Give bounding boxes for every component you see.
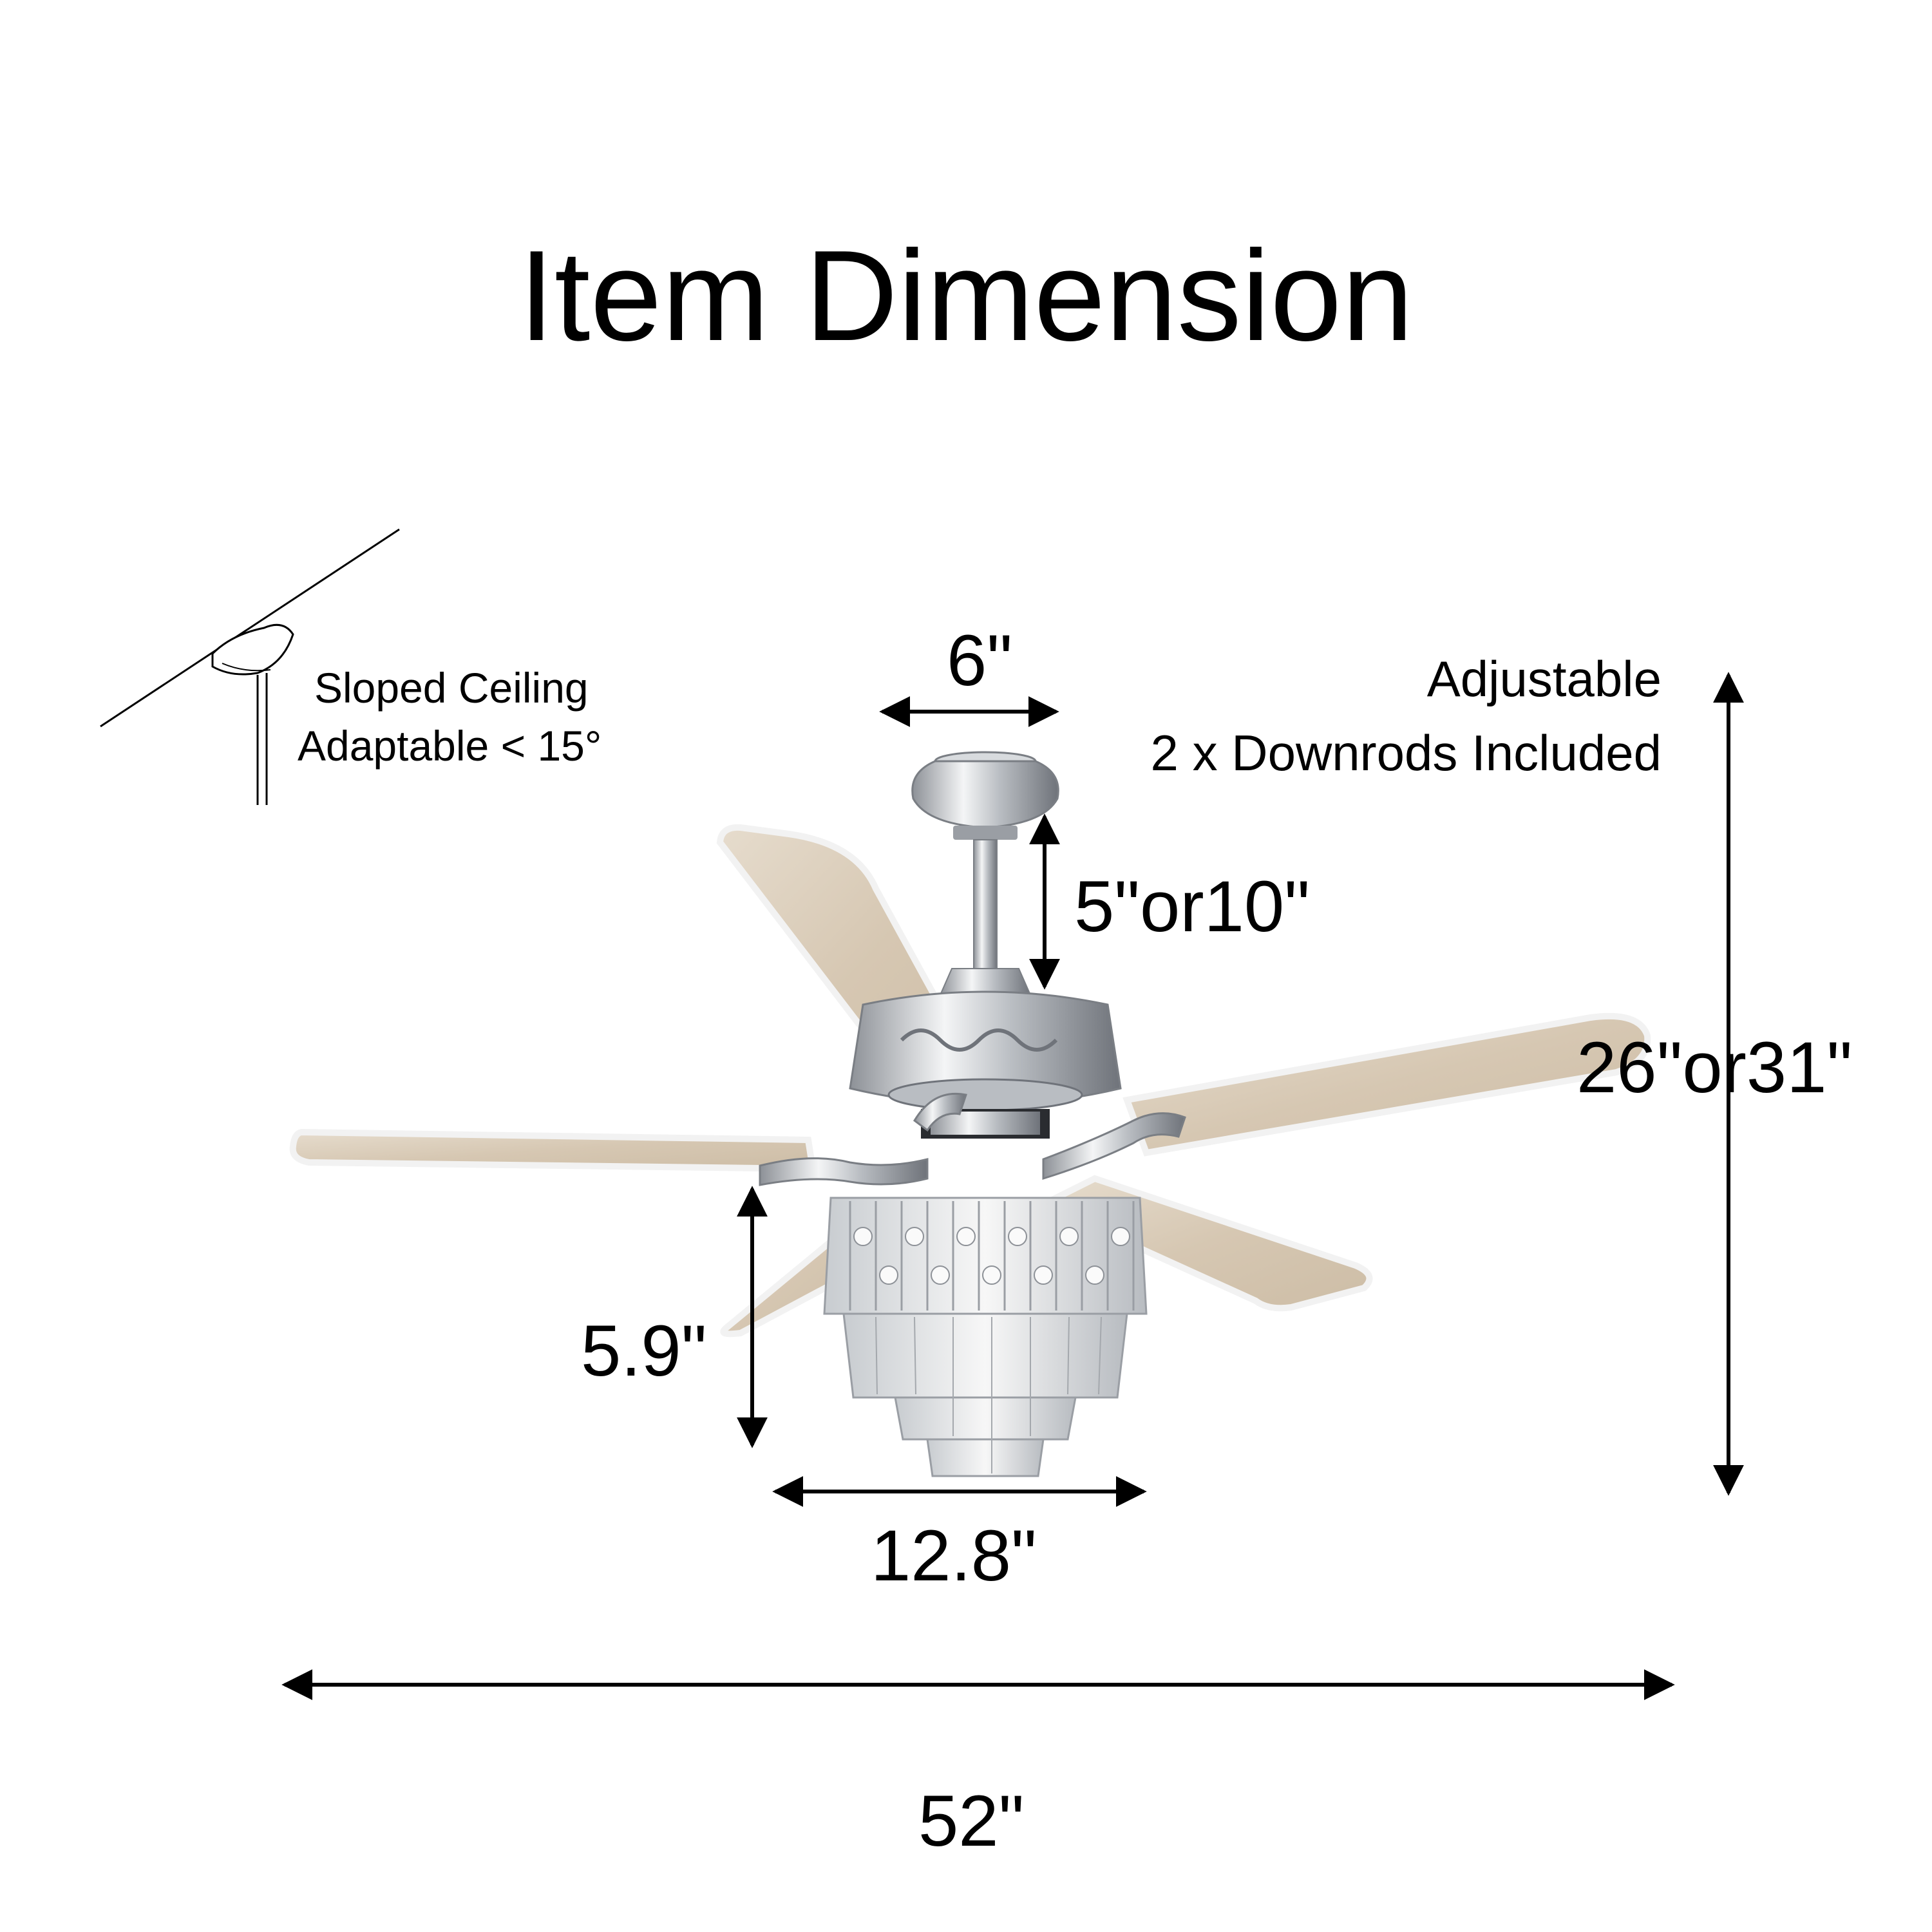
- blade-right: [1122, 1012, 1651, 1157]
- downrod: [973, 839, 998, 969]
- page-title: Item Dimension: [518, 224, 1414, 368]
- total-height-label: 26"or31": [1577, 1027, 1853, 1108]
- downrod-length-label: 5"or10": [1074, 866, 1310, 947]
- downrod-note-line2: 2 x Downrods Included: [1150, 724, 1662, 781]
- blade-left: [289, 1128, 817, 1173]
- downrod-note-line1: Adjustable: [1426, 650, 1662, 707]
- motor-housing: [849, 968, 1122, 1139]
- canopy-width-label: 6": [947, 620, 1013, 701]
- sloped-ceiling-label-line2: Adaptable < 15°: [298, 722, 602, 770]
- sloped-ceiling-label-line1: Sloped Ceiling: [314, 664, 589, 712]
- light-kit-height-label: 5.9": [581, 1311, 707, 1391]
- blade-span-label: 52": [918, 1781, 1025, 1861]
- crystal-light-kit: [823, 1197, 1148, 1477]
- canopy: [911, 751, 1059, 840]
- sloped-ceiling-icon: [100, 528, 400, 805]
- light-kit-width-label: 12.8": [871, 1515, 1037, 1596]
- dimension-lines: [281, 672, 1744, 1700]
- blade-arms: [759, 1092, 1186, 1186]
